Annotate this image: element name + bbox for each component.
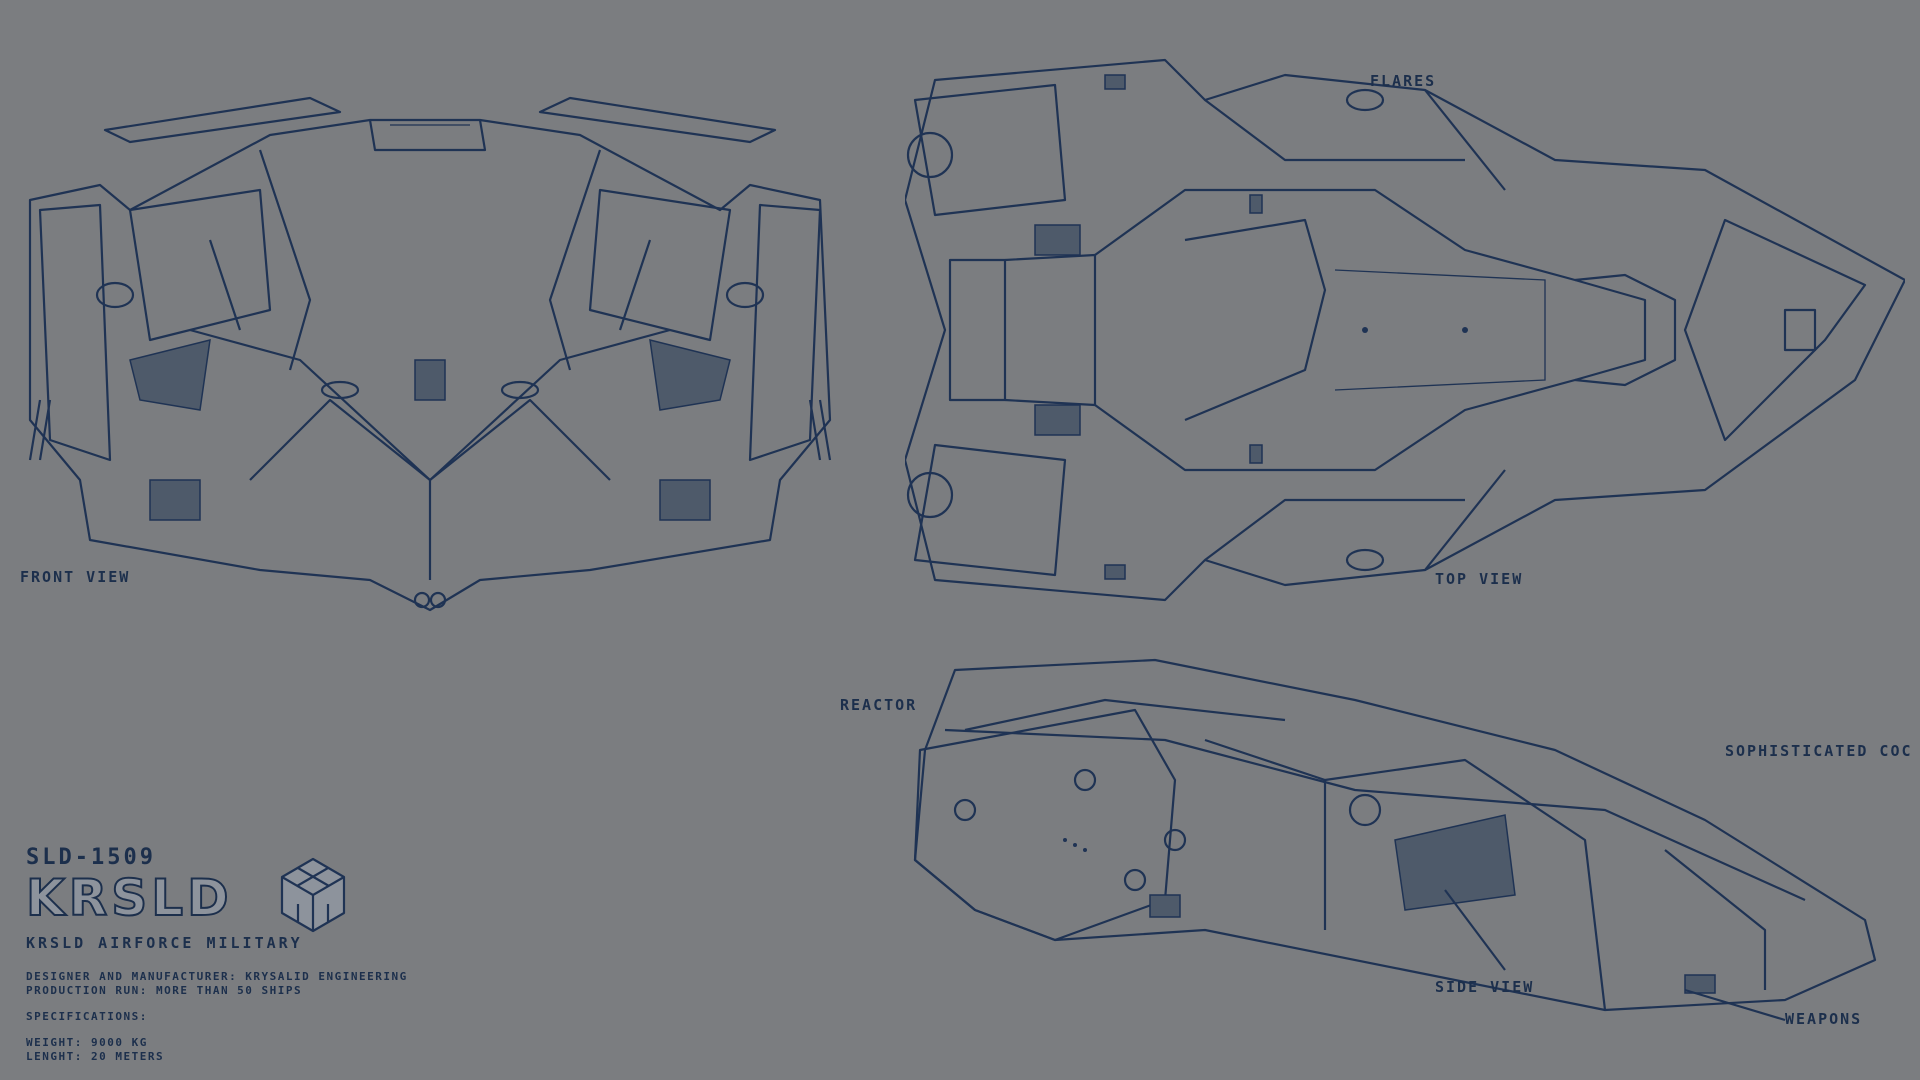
front-view-drawing: [10, 40, 840, 630]
weapons-label: WEAPONS: [1785, 1010, 1863, 1028]
top-view-label: TOP VIEW: [1435, 570, 1524, 588]
length-line: LENGHT: 20 METERS: [26, 1050, 165, 1063]
spec-heading: SPECIFICATIONS:: [26, 1010, 148, 1023]
brand-name: KRSLD: [25, 868, 233, 928]
designer-line: DESIGNER AND MANUFACTURER: KRYSALID ENGI…: [26, 970, 408, 983]
weight-line: WEIGHT: 9000 KG: [26, 1036, 148, 1049]
hexagon-cube-logo-icon: [280, 857, 346, 933]
top-view-drawing: [903, 40, 1907, 620]
side-view-drawing: [905, 640, 1885, 1040]
division-name: KRSLD AIRFORCE MILITARY: [26, 934, 303, 952]
side-view-label: SIDE VIEW: [1435, 978, 1535, 996]
flares-label: FLARES: [1370, 72, 1437, 90]
model-number: SLD-1509: [26, 845, 156, 870]
front-view-label: FRONT VIEW: [20, 568, 131, 586]
reactor-label: REACTOR: [840, 696, 918, 714]
cockpit-label: SOPHISTICATED COC: [1725, 742, 1913, 760]
production-line: PRODUCTION RUN: MORE THAN 50 SHIPS: [26, 984, 303, 997]
title-block: SLD-1509 KRSLD KRSLD AIRFORCE MILITARY D…: [25, 845, 486, 1063]
